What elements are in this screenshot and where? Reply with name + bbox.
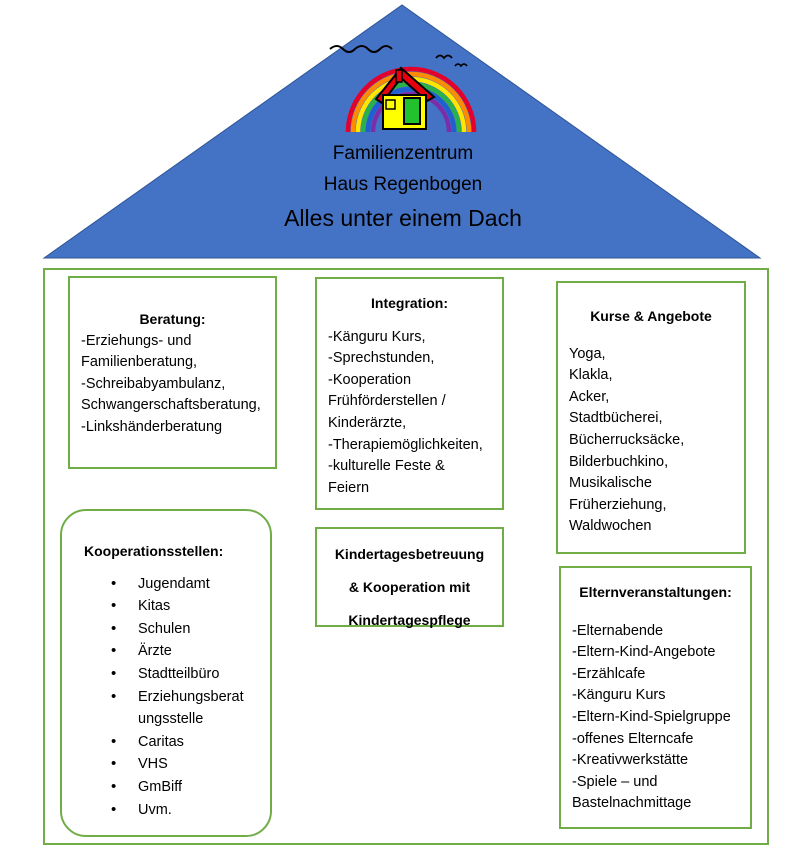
roof-slogan: Alles unter einem Dach	[284, 205, 522, 231]
beratung-item: Schwangerschaftsberatung,	[81, 397, 261, 414]
list-item: Erziehungsberat ungsstelle	[111, 686, 270, 731]
kindertagesbetreuung-box: Kindertagesbetreuung & Kooperation mit K…	[315, 527, 504, 628]
kurse-item: Musikalische	[569, 475, 652, 492]
eltern-item: -Kreativwerkstätte	[572, 752, 689, 769]
kita-line: & Kooperation mit	[348, 579, 471, 595]
roof	[42, 4, 762, 259]
list-item: Jugendamt	[111, 573, 270, 596]
list-item: Schulen	[111, 618, 270, 641]
eltern-item: -Erzählcafe	[572, 665, 646, 682]
beratung-box: Beratung: -Erziehungs- und Familienberat…	[68, 276, 277, 469]
kurse-item: Yoga,	[569, 345, 606, 362]
eltern-item: -Elternabende	[572, 622, 664, 639]
house-icon	[374, 66, 436, 130]
kurse-item: Acker,	[569, 388, 610, 405]
bird-icon	[454, 63, 468, 68]
eltern-item: -Känguru Kurs	[572, 687, 666, 704]
integration-item: Frühförderstellen /	[328, 393, 446, 410]
list-item-text: ungsstelle	[138, 711, 204, 728]
elternveranstaltungen-box: Elternveranstaltungen: -Elternabende -El…	[559, 566, 752, 829]
eltern-item: -Eltern-Kind-Spielgruppe	[572, 708, 731, 725]
kurse-item: Bücherrucksäcke,	[569, 431, 685, 448]
integration-title: Integration:	[371, 295, 448, 311]
beratung-item: Familienberatung,	[81, 354, 198, 371]
kurse-item: Bilderbuchkino,	[569, 453, 669, 470]
kita-line: Kindertagespflege	[348, 612, 471, 628]
list-item: VHS	[111, 753, 270, 776]
kurse-item: Klakla,	[569, 367, 613, 384]
integration-item: -Kooperation	[328, 371, 412, 388]
integration-item: -Therapiemöglichkeiten,	[328, 436, 483, 453]
beratung-title: Beratung:	[139, 311, 206, 327]
roof-title-line-2: Haus Regenbogen	[323, 174, 483, 195]
list-item: Ärzte	[111, 640, 270, 663]
kita-line: Kindertagesbetreuung	[334, 546, 485, 562]
beratung-item: -Schreibabyambulanz,	[81, 375, 226, 392]
list-item: Caritas	[111, 731, 270, 754]
integration-item: Kinderärzte,	[328, 414, 407, 431]
bird-icon	[435, 54, 453, 60]
integration-box: Integration: -Känguru Kurs, -Sprechstund…	[315, 277, 504, 510]
eltern-item: Bastelnachmittage	[572, 795, 692, 812]
house-frame	[43, 268, 769, 845]
smoke-icon	[329, 45, 393, 53]
kooperationsstellen-title: Kooperationsstellen:	[84, 543, 224, 559]
beratung-item: -Linkshänderberatung	[81, 418, 223, 435]
roof-triangle	[42, 4, 762, 259]
kurse-box: Kurse & Angebote Yoga, Klakla, Acker, St…	[556, 281, 746, 554]
integration-item: -Känguru Kurs,	[328, 328, 426, 345]
integration-item: -kulturelle Feste &	[328, 458, 445, 475]
kooperationsstellen-box: Kooperationsstellen: Jugendamt Kitas Sch…	[60, 509, 272, 837]
kurse-item: Früherziehung,	[569, 496, 667, 513]
kooperationsstellen-list: Jugendamt Kitas Schulen Ärzte Stadtteilb…	[84, 573, 270, 822]
list-item: Kitas	[111, 595, 270, 618]
integration-item: -Sprechstunden,	[328, 350, 435, 367]
integration-item: Feiern	[328, 479, 370, 496]
elternveranstaltungen-title: Elternveranstaltungen:	[579, 584, 732, 600]
eltern-item: -Eltern-Kind-Angebote	[572, 644, 716, 661]
kurse-title: Kurse & Angebote	[590, 308, 712, 324]
beratung-item: -Erziehungs- und	[81, 332, 192, 349]
eltern-item: -Spiele – und	[572, 773, 658, 790]
kurse-item: Stadtbücherei,	[569, 410, 663, 427]
rainbow-house-logo	[329, 45, 477, 133]
list-item-text: Erziehungsberat	[138, 688, 244, 705]
list-item: Uvm.	[111, 799, 270, 822]
list-item: GmBiff	[111, 776, 270, 799]
roof-title-line-1: Familienzentrum	[332, 143, 474, 164]
eltern-item: -offenes Elterncafe	[572, 730, 694, 747]
list-item: Stadtteilbüro	[111, 663, 270, 686]
kurse-item: Waldwochen	[569, 518, 652, 535]
